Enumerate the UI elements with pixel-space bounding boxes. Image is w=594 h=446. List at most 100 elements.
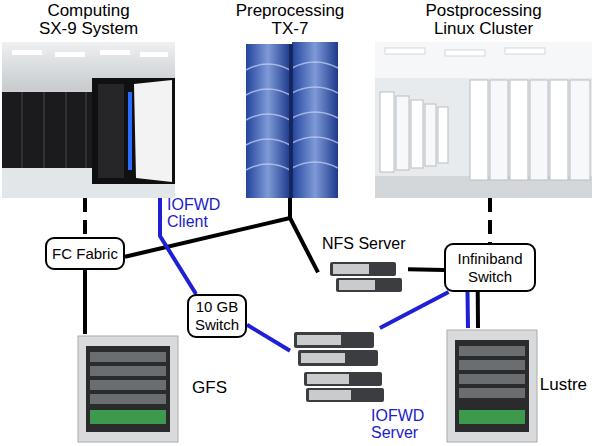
linux-cluster-photo-part bbox=[375, 42, 592, 78]
tx7-photo-part bbox=[292, 137, 338, 143]
nfs-server-icon-part bbox=[339, 280, 375, 290]
linux-cluster-photo-part bbox=[438, 107, 448, 163]
data-link bbox=[83, 270, 87, 334]
lustre-rack-part bbox=[459, 374, 525, 384]
tx7-photo-part bbox=[246, 89, 290, 95]
sx9-photo-part bbox=[100, 50, 130, 55]
nfs-server-icon-part bbox=[330, 262, 396, 276]
sx9-photo-part bbox=[98, 84, 124, 178]
system-photo: Postprocessing Linux Cluster bbox=[375, 2, 592, 198]
data-link bbox=[408, 267, 444, 272]
linux-cluster-photo bbox=[375, 42, 592, 198]
gfs-rack-part bbox=[90, 352, 166, 362]
iofwd-link bbox=[466, 292, 470, 328]
iofwd-server-icon-part bbox=[304, 372, 382, 386]
lustre-rack bbox=[447, 330, 537, 442]
linux-cluster-photo-part bbox=[445, 50, 485, 56]
sx9-photo-part bbox=[2, 42, 175, 198]
node-label: Computing SX-9 System bbox=[33, 2, 145, 38]
iofwd-server-icon-part bbox=[294, 332, 374, 348]
node-label: FC Fabric bbox=[52, 245, 118, 263]
node-label: Postprocessing Linux Cluster bbox=[417, 2, 551, 38]
iofwd-server-icon-part bbox=[301, 353, 345, 363]
tx7-photo-part bbox=[289, 44, 293, 198]
sx9-photo-part bbox=[43, 92, 45, 168]
iofwd-server-icon-part bbox=[306, 388, 384, 402]
iofwd-link bbox=[380, 292, 449, 328]
tx7-photo-part bbox=[292, 87, 338, 93]
system-photo: Preprocessing TX-7 bbox=[226, 2, 354, 198]
switch-box: FC Fabric bbox=[45, 237, 125, 270]
nfs-server-icon-part bbox=[333, 264, 369, 274]
sx9-photo-part bbox=[85, 92, 87, 168]
linux-cluster-photo-part bbox=[380, 92, 394, 172]
sx9-photo-part bbox=[55, 52, 85, 57]
linux-cluster-photo-part bbox=[411, 100, 423, 168]
data-link bbox=[290, 198, 318, 272]
linux-cluster-photo-part bbox=[550, 80, 568, 180]
lustre-rack-part bbox=[459, 388, 525, 398]
sx9-photo-part bbox=[92, 78, 175, 184]
linux-cluster-photo-part bbox=[425, 104, 436, 166]
iofwd-label: IOFWD Client bbox=[167, 196, 229, 230]
switch-box: Infiniband Switch bbox=[444, 243, 536, 292]
linux-cluster-photo-part bbox=[570, 80, 590, 180]
lustre-rack-part bbox=[459, 410, 525, 424]
node-label: 10 GB Switch bbox=[193, 298, 241, 334]
server-node: NFS Server bbox=[318, 234, 408, 298]
tx7-photo-part bbox=[246, 44, 290, 198]
linux-cluster-photo-part bbox=[375, 42, 592, 198]
iofwd-server-icon-part bbox=[309, 390, 351, 400]
linux-cluster-photo-part bbox=[470, 80, 488, 180]
gfs-rack-part bbox=[90, 366, 166, 376]
node-label: Preprocessing TX-7 bbox=[228, 2, 352, 38]
tx7-photo-part bbox=[246, 164, 290, 170]
gfs-rack-part bbox=[86, 346, 170, 432]
gfs-rack-part bbox=[78, 336, 178, 442]
linux-cluster-photo-part bbox=[505, 48, 545, 54]
switch-box: 10 GB Switch bbox=[187, 294, 247, 338]
system-photo: Computing SX-9 System bbox=[2, 2, 175, 198]
linux-cluster-photo-part bbox=[385, 48, 425, 54]
storage-node: Lustre bbox=[445, 328, 592, 442]
iofwd-server-icon-part bbox=[307, 374, 349, 384]
linux-cluster-photo-part bbox=[490, 80, 508, 180]
lustre-rack-part bbox=[455, 340, 529, 432]
iofwd-server-icon-part bbox=[297, 335, 341, 345]
nfs-server-icon-part bbox=[336, 278, 402, 292]
sx9-photo-part bbox=[12, 50, 42, 55]
data-link bbox=[476, 292, 480, 328]
label-holder: IOFWD Client bbox=[167, 196, 229, 230]
sx9-photo-part bbox=[65, 92, 67, 168]
linux-cluster-photo-part bbox=[530, 80, 548, 180]
server-node: IOFWD Server bbox=[290, 328, 435, 442]
tx7-photo-part bbox=[292, 112, 338, 118]
iofwd-link bbox=[247, 325, 290, 351]
sx9-photo-part bbox=[134, 80, 172, 182]
data-link bbox=[488, 198, 492, 243]
node-label: IOFWD Server bbox=[371, 407, 433, 441]
node-label: Lustre bbox=[540, 375, 587, 395]
lustre-rack-part bbox=[459, 346, 525, 356]
node-label: GFS bbox=[192, 378, 227, 398]
tx7-photo-part bbox=[292, 62, 338, 68]
sx9-photo-part bbox=[2, 92, 102, 168]
tx7-photo-part bbox=[246, 114, 290, 120]
linux-cluster-photo-part bbox=[396, 96, 409, 170]
iofwd-server-icon bbox=[294, 332, 384, 402]
gfs-rack-part bbox=[90, 410, 166, 424]
nfs-server-icon bbox=[330, 262, 402, 292]
tx7-photo-part bbox=[292, 42, 338, 198]
gfs-rack-part bbox=[90, 394, 166, 404]
sx9-photo bbox=[2, 42, 175, 198]
node-label: Infiniband Switch bbox=[450, 250, 530, 286]
sx9-photo-part bbox=[140, 52, 168, 57]
tx7-photo bbox=[246, 42, 338, 198]
lustre-rack-part bbox=[447, 330, 537, 442]
gfs-rack-part bbox=[90, 380, 166, 390]
tx7-photo-part bbox=[246, 139, 290, 145]
sx9-photo-part bbox=[21, 92, 23, 168]
iofwd-server-icon-part bbox=[298, 350, 378, 366]
sx9-photo-part bbox=[128, 92, 132, 170]
